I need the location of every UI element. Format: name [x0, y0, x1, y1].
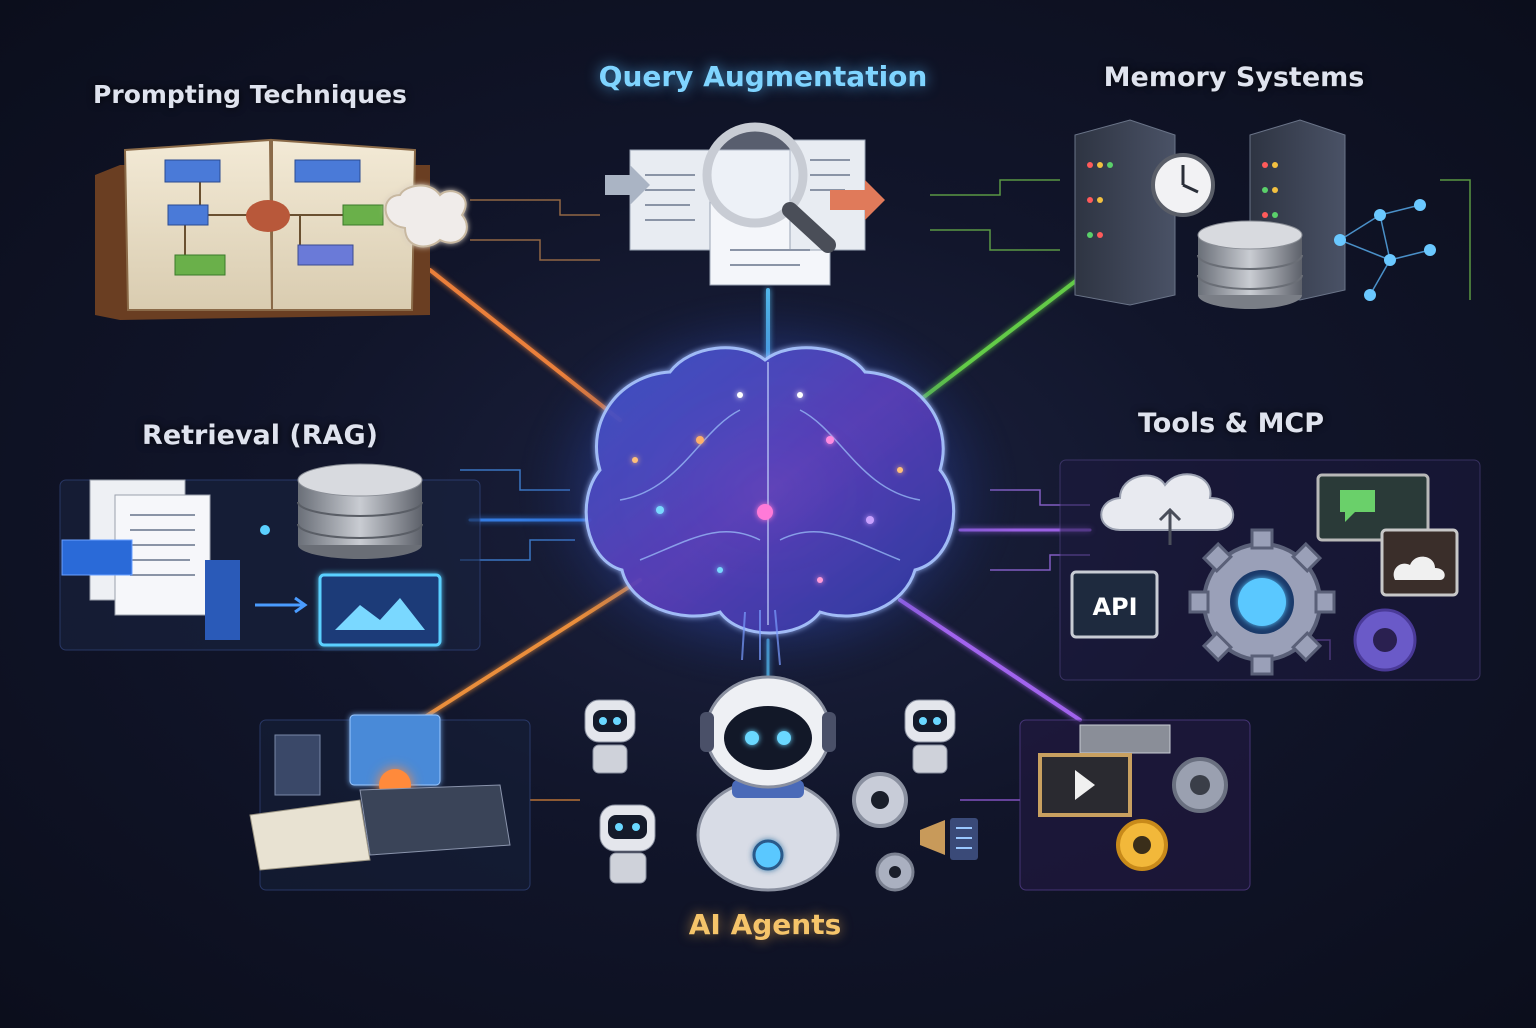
brain-shape — [584, 346, 956, 635]
node-label-prompting: Prompting Techniques — [93, 80, 407, 109]
node-label-memory: Memory Systems — [1103, 62, 1365, 93]
robots-icon — [249, 675, 1251, 892]
megaphone-icon — [920, 818, 978, 860]
gear-icon — [1188, 528, 1336, 676]
node-label-query: Query Augmentation — [598, 60, 928, 93]
robot-small-icon — [904, 699, 956, 774]
robot-main-icon — [696, 675, 840, 892]
documents-database-icon — [59, 463, 481, 651]
task-panel-right-icon — [1019, 719, 1251, 891]
gear-icon — [852, 772, 915, 892]
node-label-agents: AI Agents — [688, 908, 842, 941]
node-label-retrieval: Retrieval (RAG) — [142, 420, 378, 451]
small-gear-icon — [1353, 608, 1417, 672]
cloud-api-gear-icon: API — [1059, 459, 1481, 681]
book-flowchart-icon — [95, 138, 468, 320]
node-label-tools: Tools & MCP — [1137, 408, 1325, 439]
server-clock-database-icon — [1074, 119, 1436, 309]
brain-nodes — [632, 392, 903, 583]
brain-hub — [518, 290, 1018, 690]
magnifier-documents-icon — [605, 122, 885, 286]
api-text: API — [1092, 593, 1137, 621]
robot-small-icon — [599, 804, 656, 884]
task-panel-left-icon — [249, 714, 531, 891]
robot-small-icon — [584, 699, 636, 774]
